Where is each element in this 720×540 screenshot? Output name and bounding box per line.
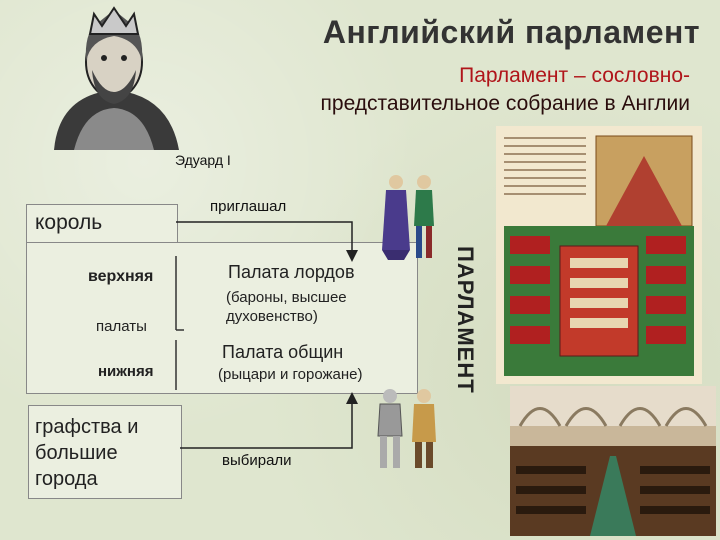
subtitle-line-2: представительное собрание в Англии [320, 92, 690, 115]
king-label: король [35, 211, 103, 234]
manuscript-illustration [496, 126, 702, 384]
invite-arrow [176, 221, 358, 262]
counties-label: графства и большие города [35, 416, 139, 490]
chambers-label: палаты [96, 318, 147, 335]
lords-subtitle: (бароны, высшее духовенство) [226, 289, 347, 325]
king-box: король [26, 204, 178, 244]
commons-figures-icon [377, 389, 436, 468]
page-subtitle: Парламент – сословно- представительное с… [190, 62, 690, 118]
parliament-hall-photo [510, 386, 716, 536]
lower-label: нижняя [98, 363, 154, 380]
upper-label: верхняя [88, 268, 154, 285]
subtitle-line-1: Парламент – сословно- [459, 64, 690, 87]
lords-figures-icon [382, 175, 434, 260]
counties-box: графства и большие города [28, 405, 182, 499]
commons-subtitle: (рыцари и горожане) [218, 366, 363, 383]
portrait-caption: Эдуард I [175, 152, 231, 168]
parliament-box [26, 242, 418, 394]
elect-arrow [180, 392, 358, 449]
lords-title: Палата лордов [228, 262, 355, 282]
parliament-vertical-label: ПАРЛАМЕНТ [453, 246, 478, 394]
commons-title: Палата общин [222, 342, 344, 362]
invited-label: приглашал [210, 198, 287, 215]
page-title: Английский парламент [322, 14, 700, 50]
edward-portrait [54, 6, 179, 150]
elected-label: выбирали [222, 452, 292, 469]
